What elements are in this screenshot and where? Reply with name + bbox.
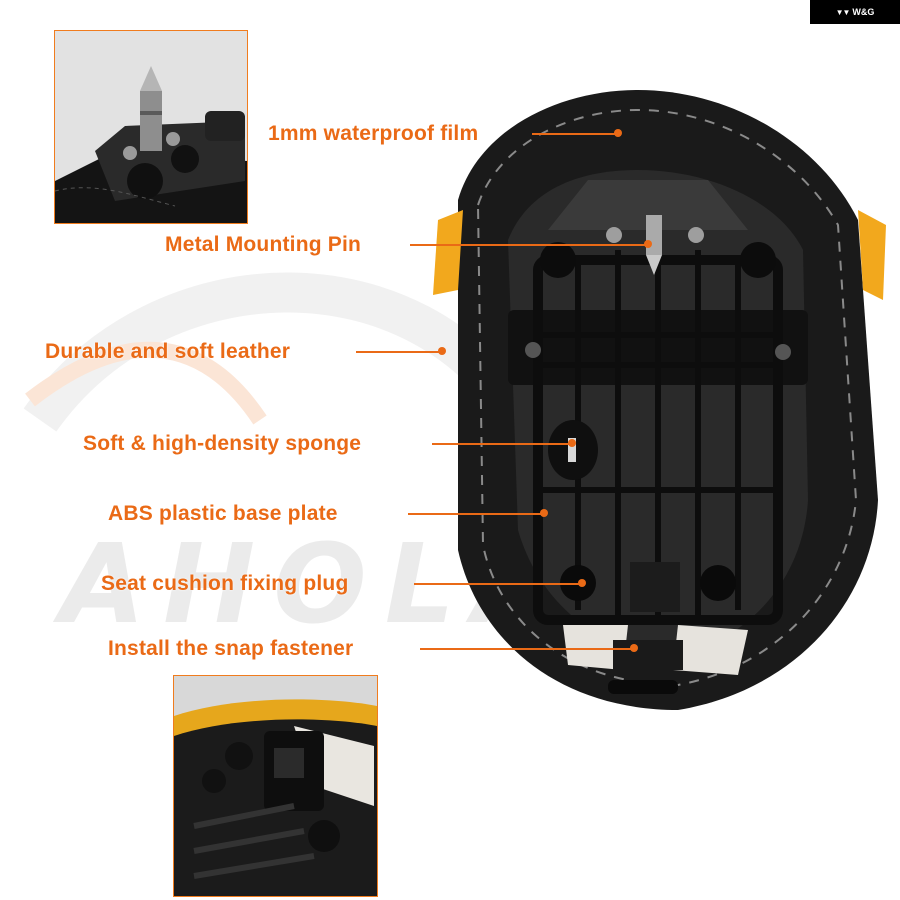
callout-leader-snap-fastener bbox=[420, 648, 632, 650]
callout-leader-fixing-plug bbox=[414, 583, 580, 585]
callout-dot-fixing-plug bbox=[578, 579, 586, 587]
callout-mounting-pin: Metal Mounting Pin bbox=[165, 233, 362, 256]
callout-fixing-plug: Seat cushion fixing plug bbox=[101, 572, 349, 595]
wing-logo-icon: ▼▼ bbox=[835, 7, 851, 17]
brand-tag: ▼▼ W&G bbox=[810, 0, 900, 24]
callout-leader-base-plate bbox=[408, 513, 542, 515]
inset-photo-snap-fastener bbox=[173, 675, 378, 897]
callout-leather: Durable and soft leather bbox=[45, 340, 291, 363]
callout-leader-sponge bbox=[432, 443, 570, 445]
seat-underside-illustration bbox=[433, 90, 886, 710]
callout-sponge: Soft & high-density sponge bbox=[83, 432, 362, 455]
callout-dot-snap-fastener bbox=[630, 644, 638, 652]
callout-base-plate: ABS plastic base plate bbox=[108, 502, 338, 525]
callout-dot-base-plate bbox=[540, 509, 548, 517]
callout-dot-sponge bbox=[568, 439, 576, 447]
callout-dot-leather bbox=[438, 347, 446, 355]
brand-name: W&G bbox=[852, 7, 875, 17]
callout-dot-mounting-pin bbox=[644, 240, 652, 248]
inset-photo-mounting-pin bbox=[54, 30, 248, 224]
callout-dot-waterproof-film bbox=[614, 129, 622, 137]
callout-leader-waterproof-film bbox=[532, 133, 616, 135]
callout-waterproof-film: 1mm waterproof film bbox=[268, 122, 479, 145]
callout-snap-fastener: Install the snap fastener bbox=[108, 637, 354, 660]
callout-leader-mounting-pin bbox=[410, 244, 646, 246]
callout-leader-leather bbox=[356, 351, 440, 353]
